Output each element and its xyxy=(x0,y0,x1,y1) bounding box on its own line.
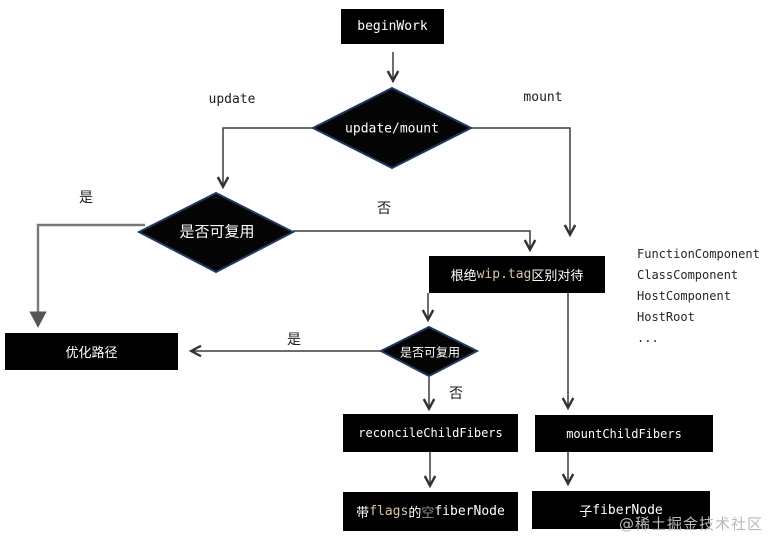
node-optimized-path: 优化路径 xyxy=(5,333,178,370)
node-begin-work: beginWork xyxy=(341,9,444,44)
node-tag-switch-highlight: wip.tag xyxy=(476,267,532,282)
node-child-fiber-part1: 子 xyxy=(579,504,593,520)
node-flagged-fiber-part1: 带 xyxy=(356,506,370,521)
node-child-fiber: 子 fiberNode xyxy=(532,491,710,529)
connector-reuse1-no xyxy=(293,230,537,253)
edge-label-update: update xyxy=(208,92,256,107)
node-mount-child-fibers: mountChildFibers xyxy=(535,415,713,452)
node-flagged-fiber-flags: flags xyxy=(369,504,409,519)
component-list-item: FunctionComponent xyxy=(637,247,760,261)
node-reconcile-child-fibers: reconcileChildFibers xyxy=(343,414,518,452)
decision-update-mount-diamond xyxy=(310,86,474,170)
edge-label-yes-1: 是 xyxy=(79,190,93,206)
node-tag-switch-suffix: 区别对待 xyxy=(531,269,584,284)
connector-update-branch xyxy=(216,127,313,190)
node-tag-switch: 根绝 wip.tag 区别对待 xyxy=(429,256,605,293)
node-flagged-fiber-part2: 的 xyxy=(408,506,422,521)
decision-update-mount-label: update/mount xyxy=(345,121,439,137)
node-child-fiber-part2: fiberNode xyxy=(592,502,663,518)
edge-label-no-1: 否 xyxy=(377,201,391,217)
connector-mount-branch xyxy=(471,127,577,238)
component-type-list: FunctionComponent ClassComponent HostCom… xyxy=(637,244,760,349)
component-list-item: HostComponent xyxy=(637,289,731,303)
edge-label-no-2: 否 xyxy=(449,386,463,402)
node-begin-work-label: beginWork xyxy=(357,19,428,34)
node-flagged-fiber-part3: fiberNode xyxy=(434,504,505,519)
node-mount-child-fibers-label: mountChildFibers xyxy=(566,426,682,441)
node-flagged-fiber-dim: 空 xyxy=(421,506,435,521)
component-list-item: HostRoot xyxy=(637,310,695,324)
watermark-text: @稀土掘金技术社区 xyxy=(619,515,764,533)
node-tag-switch-prefix: 根绝 xyxy=(450,269,477,284)
edge-label-mount: mount xyxy=(523,90,563,105)
node-flagged-fiber: 带 flags 的空 fiberNode xyxy=(343,492,518,531)
node-reconcile-child-fibers-label: reconcileChildFibers xyxy=(358,426,503,440)
decision-reuse-check-2-label: 是否可复用 xyxy=(399,345,461,360)
component-list-item: ... xyxy=(637,331,659,345)
connector-reuse1-yes xyxy=(29,223,145,328)
decision-reuse-check-1-diamond xyxy=(136,191,296,274)
decision-reuse-check-2-diamond xyxy=(378,325,480,378)
edge-label-yes-2: 是 xyxy=(287,332,301,348)
decision-reuse-check-1-label: 是否可复用 xyxy=(179,222,255,241)
node-optimized-path-label: 优化路径 xyxy=(65,346,118,361)
component-list-item: ClassComponent xyxy=(637,268,739,282)
